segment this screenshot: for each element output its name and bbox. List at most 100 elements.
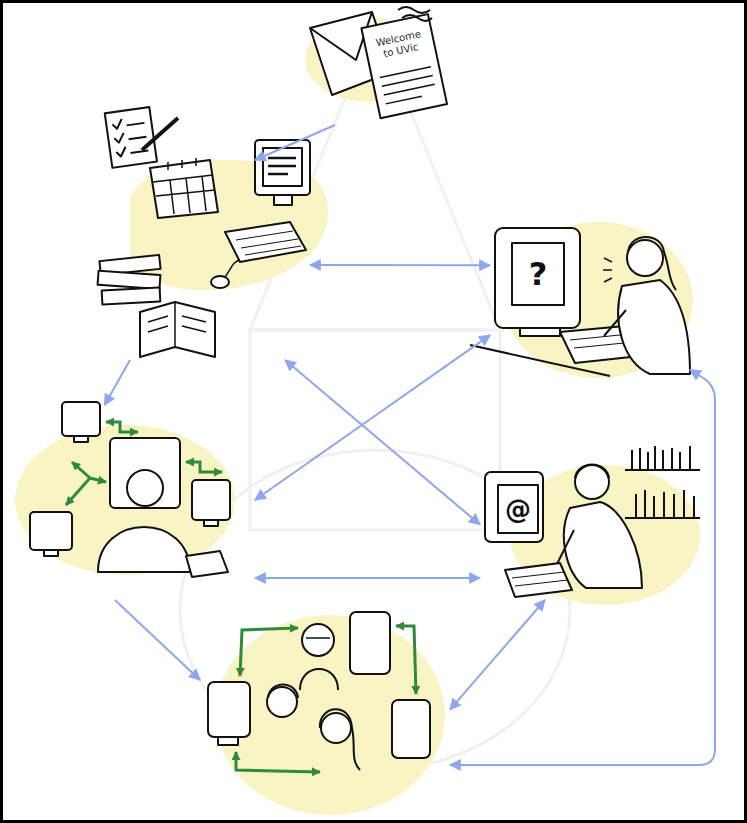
help-art — [470, 228, 690, 376]
monitor-stand — [74, 436, 88, 442]
link-arrow — [90, 478, 106, 482]
monitor — [495, 228, 580, 328]
monitor — [110, 438, 180, 508]
screen-lines — [268, 158, 296, 174]
monitor — [255, 140, 310, 195]
network-arrows — [66, 422, 222, 505]
person-arm — [556, 530, 574, 566]
group-art — [208, 612, 430, 770]
person-head — [575, 465, 609, 499]
letter-line — [380, 67, 431, 78]
highlight-blob — [503, 222, 693, 378]
person-head — [267, 687, 297, 717]
node-text: Welcome to UVic — [369, 21, 431, 68]
checklist-paper — [105, 107, 157, 168]
letter — [361, 14, 447, 118]
connector-arrow — [450, 370, 715, 765]
keyboard-keys — [236, 231, 301, 255]
person-hair — [575, 465, 609, 479]
connector-arrow — [105, 360, 130, 405]
book — [102, 287, 161, 304]
person-head — [321, 713, 351, 743]
illustration-node — [200, 600, 450, 815]
open-book — [140, 302, 215, 357]
bookshelf — [625, 446, 700, 518]
node-text: ? — [512, 243, 564, 305]
person-shoulders — [300, 669, 338, 690]
monitor — [392, 700, 430, 758]
motion-line — [398, 7, 430, 13]
monitor — [62, 402, 100, 436]
connector-arrow — [255, 335, 490, 500]
study-art — [98, 107, 310, 357]
letter-line — [384, 84, 435, 95]
pencil — [142, 118, 178, 150]
person-back — [98, 527, 190, 572]
monitor-screen — [512, 243, 564, 305]
person-head — [627, 240, 663, 276]
link-arrow — [106, 422, 138, 432]
connector-arrow — [450, 600, 545, 710]
person-hair — [320, 709, 360, 770]
link-arrow — [66, 478, 90, 505]
group-arrows — [236, 626, 416, 772]
glasses — [306, 637, 330, 639]
person-arm — [604, 310, 626, 336]
link-arrow — [240, 628, 298, 676]
connector-arrow — [285, 360, 480, 525]
monitor — [208, 682, 250, 737]
email-art — [485, 446, 700, 597]
highlight-blob — [15, 425, 235, 575]
speech-marks — [603, 258, 612, 282]
person-hair — [268, 685, 298, 699]
connector-arrow — [255, 577, 480, 579]
monitor — [485, 472, 543, 542]
monitor-stand — [44, 550, 58, 556]
illustration-node: @ — [480, 455, 700, 600]
illustration-node: ? — [490, 225, 690, 380]
watermark-body — [250, 330, 500, 530]
monitor — [350, 612, 390, 674]
motion-line — [402, 15, 432, 21]
keyboard — [186, 551, 228, 577]
person-head — [302, 624, 334, 656]
letter-line — [382, 75, 433, 86]
checklist — [105, 107, 157, 168]
person-head — [127, 470, 163, 506]
connector-arrow — [115, 600, 200, 680]
envelope-art — [310, 7, 447, 118]
connector-arrow — [255, 125, 335, 160]
highlight-blobs — [15, 18, 700, 815]
illustration-node: Welcome to UVic — [300, 5, 440, 125]
mouse-cord — [225, 260, 240, 277]
monitor — [30, 512, 72, 550]
keyboard — [505, 563, 572, 597]
monitor-screen — [498, 485, 538, 533]
letter-paper — [361, 14, 447, 118]
letter-line — [386, 96, 422, 104]
monitor-stand — [520, 328, 560, 336]
book — [98, 271, 161, 289]
calendar-grid — [153, 158, 215, 214]
monitor-stand — [274, 195, 292, 205]
monitor-stand — [218, 737, 238, 745]
link-arrow — [186, 462, 222, 472]
keyboard-keys — [512, 572, 568, 586]
calendar — [150, 160, 218, 218]
link-arrow — [396, 626, 416, 694]
open-book-lines — [148, 302, 206, 347]
check-marks — [112, 119, 127, 157]
illustration-node — [95, 160, 310, 360]
node-text: @ — [498, 485, 538, 533]
connector-arrow — [310, 264, 490, 266]
mouse — [211, 276, 229, 288]
monitor-screen — [263, 148, 302, 186]
monitor-stand — [204, 520, 218, 526]
person-body — [618, 280, 690, 374]
keyboard — [225, 222, 306, 262]
link-arrow — [72, 462, 90, 478]
